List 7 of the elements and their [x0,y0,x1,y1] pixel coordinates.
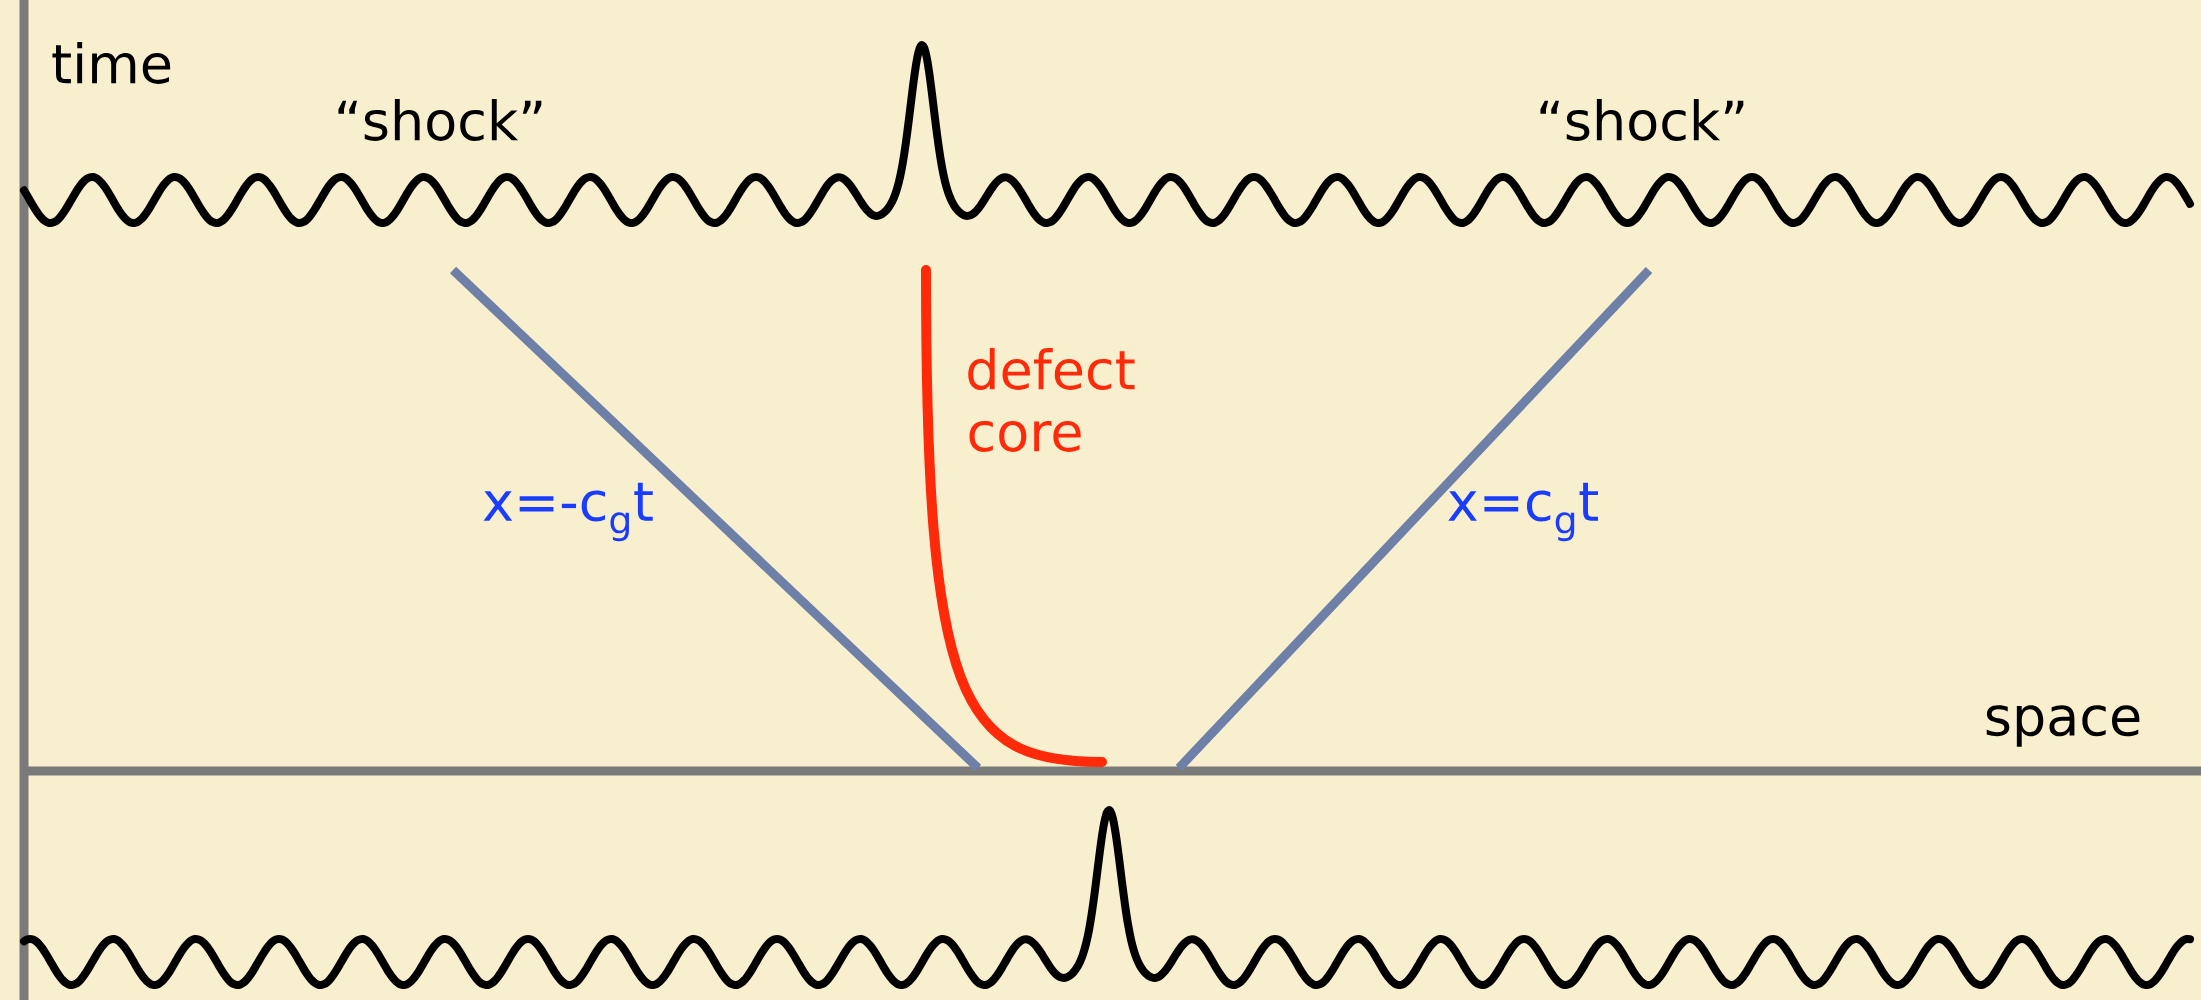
curve-label: defect core [968,348,1135,452]
wave-label: “shock” [338,99,542,141]
wave-label: “shock” [1540,99,1744,141]
axis-label: space [1986,705,2140,747]
line-label: x=c$_{g}$t [1448,482,1598,542]
axis-label: time [52,42,171,84]
line-label: x=-c$_{g}$t [483,482,653,542]
